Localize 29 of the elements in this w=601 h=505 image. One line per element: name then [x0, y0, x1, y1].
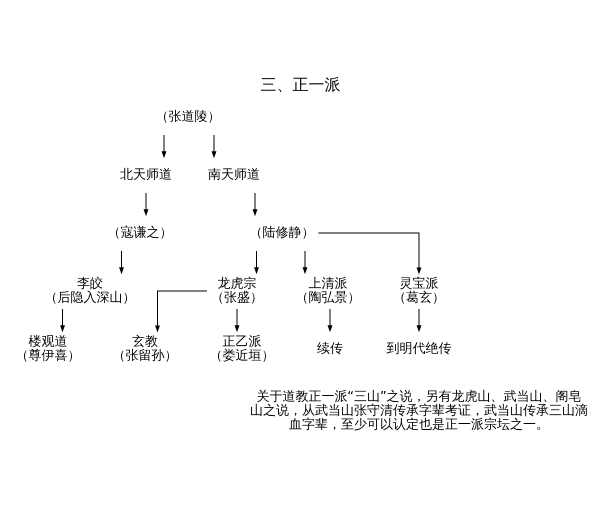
node-text: 南天师道 [208, 166, 260, 182]
label: 关于道教正一派“三山”之说，另有龙虎山、武当山、阁皂山之说，从武当山张守清传承字辈考证，武当山传承三山滴血字辈，至少可以认定也是正一派宗坛之一。 [250, 388, 588, 432]
node-text: 灵宝派 （葛玄） [393, 276, 445, 305]
arrow [328, 308, 332, 332]
arrow [212, 134, 216, 158]
arrow [318, 232, 422, 274]
diagram-title: 三、正一派 [260, 74, 340, 94]
arrow [119, 250, 124, 274]
node-text: 玄教 （张留孙） [112, 334, 178, 363]
node-text: 续传 [317, 340, 343, 356]
node-text: （寇谦之） [108, 224, 172, 240]
arrow [144, 192, 148, 216]
arrow [302, 250, 308, 274]
node-text: 上清派 （陶弘景） [296, 276, 360, 305]
node-text: 龙虎宗 （张盛） [211, 276, 263, 305]
arrow [155, 290, 208, 332]
arrow [416, 308, 422, 332]
arrow [60, 308, 65, 332]
node-text: 楼观道 （尊伊喜） [16, 334, 80, 363]
node-text: 北天师道 [120, 166, 172, 182]
node-text: 正乙派 （娄近垣） [210, 334, 274, 363]
node-text: （陆修静） [250, 224, 314, 240]
node-text: 到明代绝传 [386, 340, 452, 356]
node-text: （张道陵） [156, 108, 220, 124]
arrow [162, 134, 166, 158]
arrow [254, 250, 259, 274]
arrow [252, 192, 258, 216]
arrow [234, 308, 240, 332]
node-text: 李皎 （后隐入深山） [44, 276, 136, 305]
